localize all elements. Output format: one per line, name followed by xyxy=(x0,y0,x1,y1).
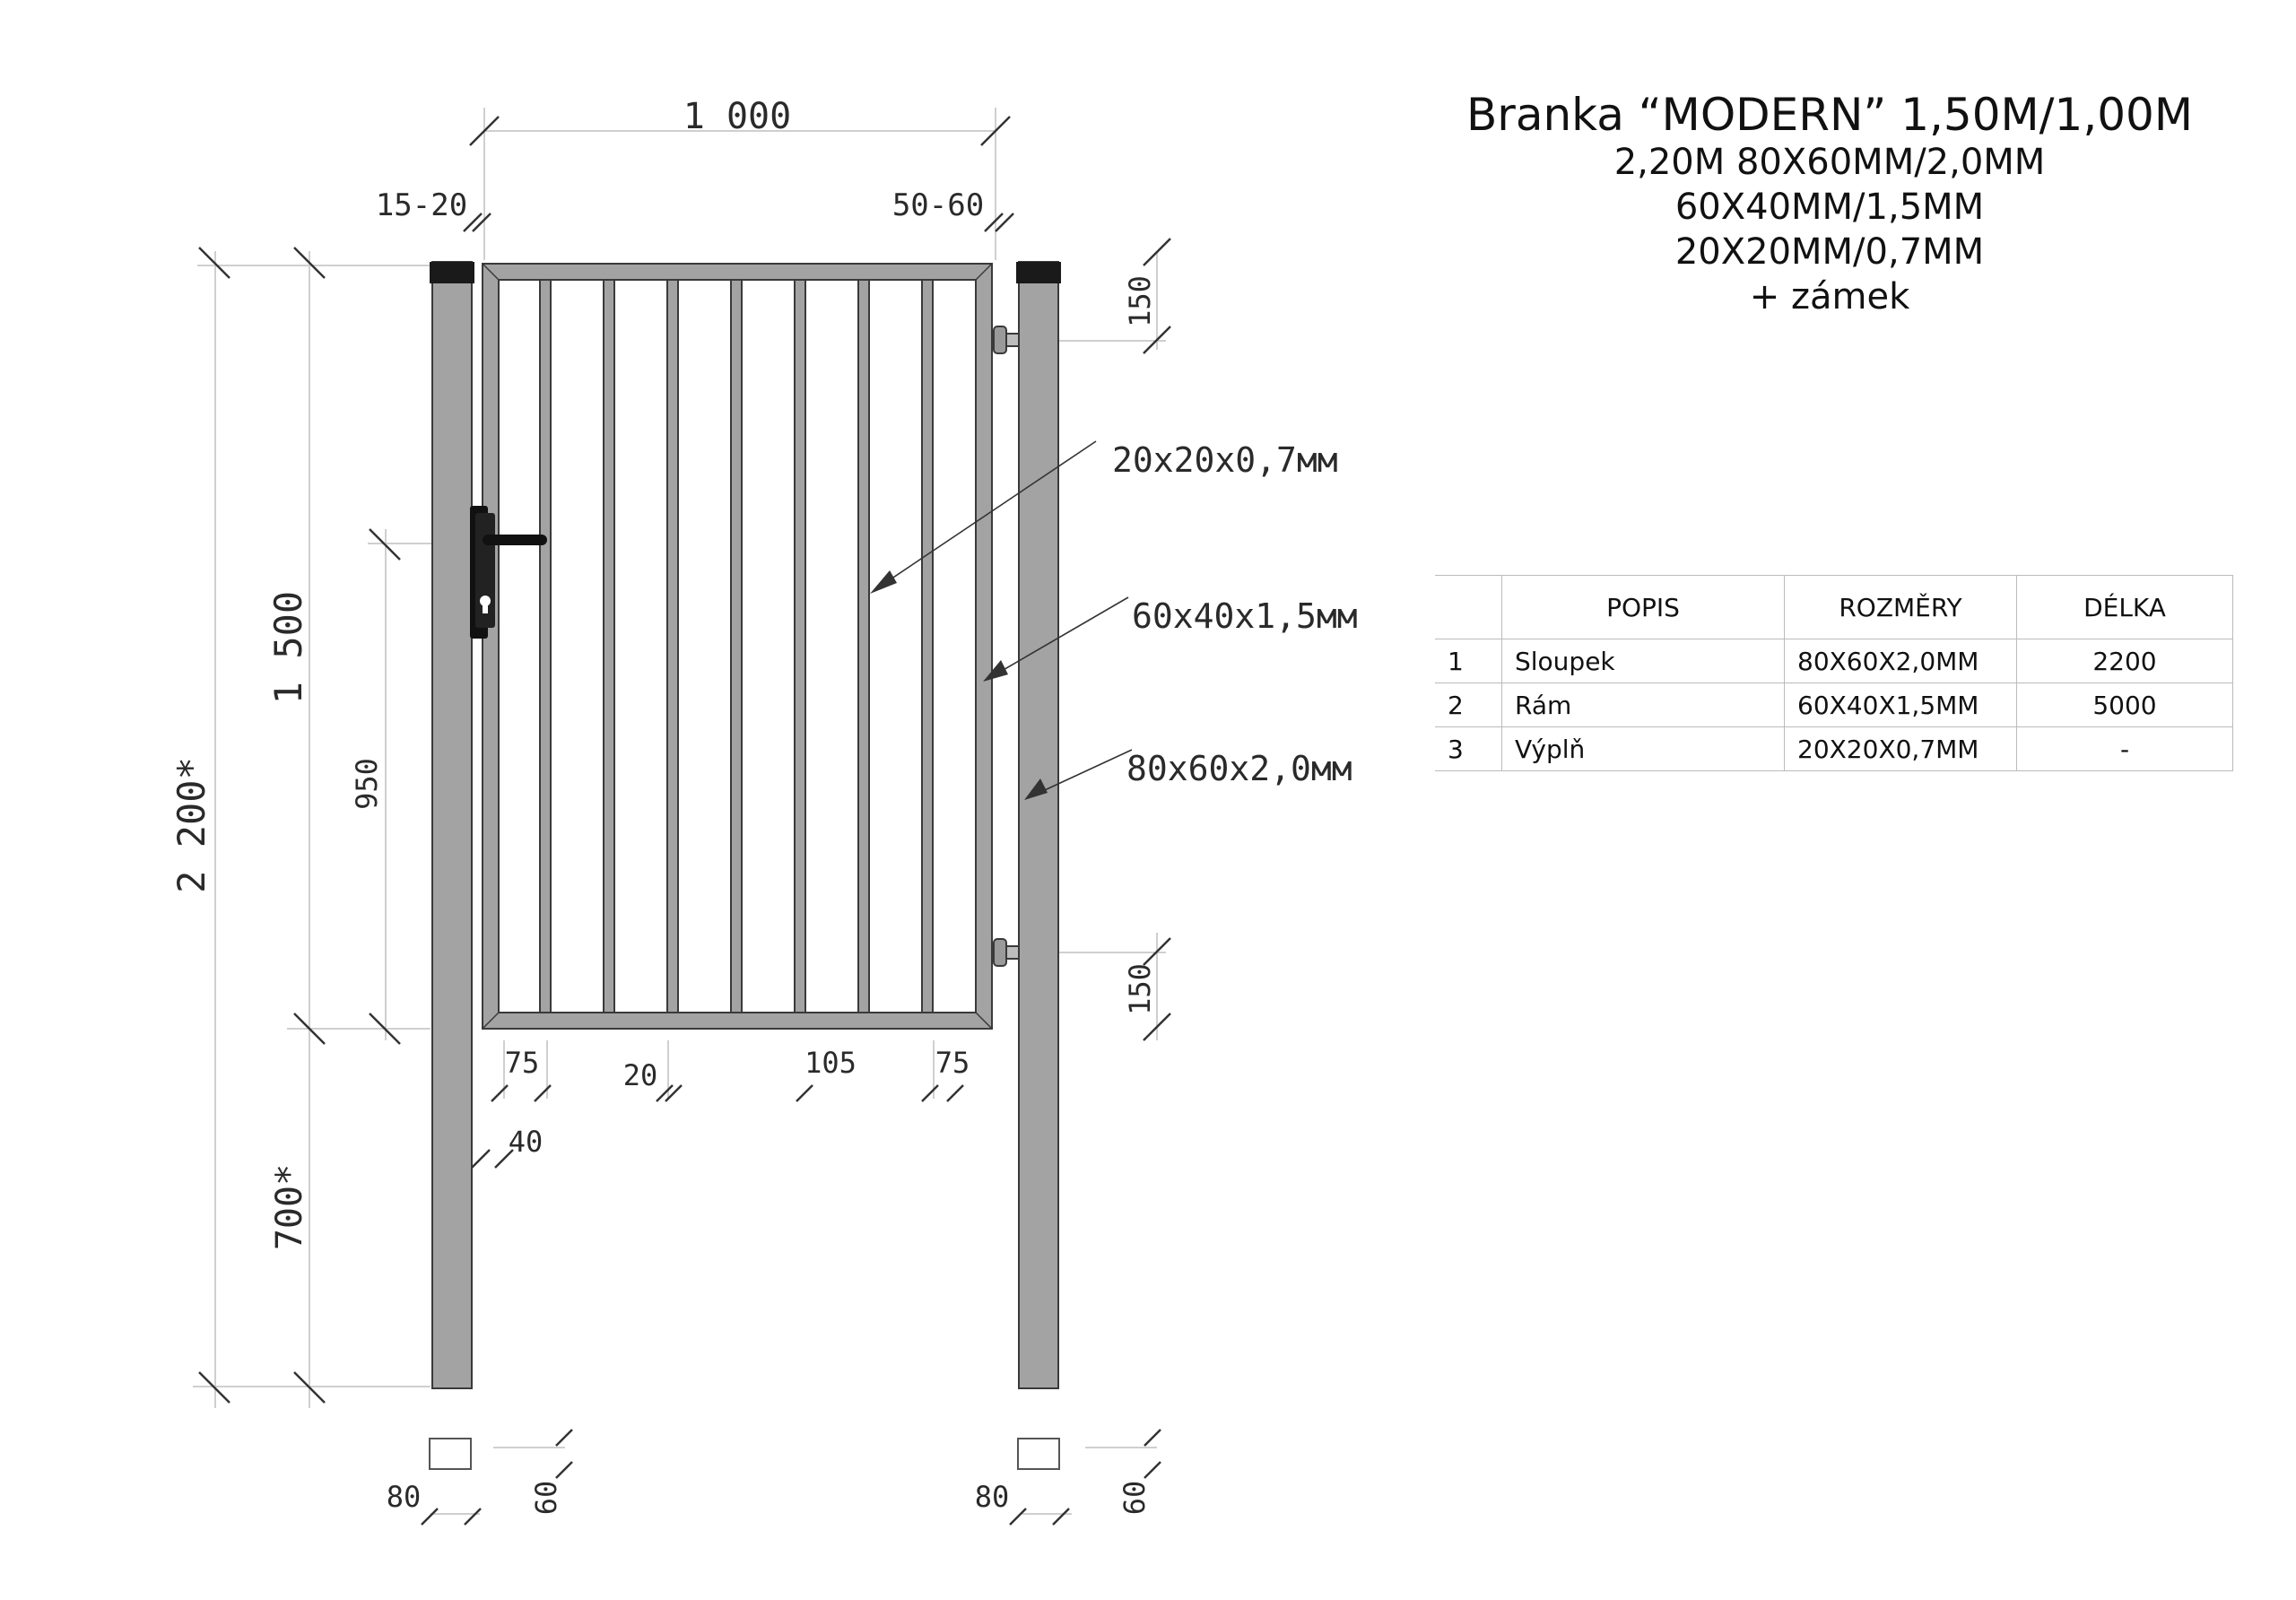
callout-infill: 20x20x0,7мм xyxy=(1112,440,1338,480)
post-right xyxy=(1016,261,1061,1389)
table-row: 3 Výplň 20X20X0,7MM - xyxy=(1435,726,2233,771)
title-line-2: 2,20M 80X60MM/2,0MM xyxy=(1613,142,2046,183)
row-number: 1 xyxy=(1435,639,1502,683)
title-line-1: Branka “MODERN” 1,50M/1,00M xyxy=(1465,89,2193,141)
dim-frame-margin-left: 75 xyxy=(505,1046,540,1080)
post-left xyxy=(430,261,474,1389)
hinge-bottom xyxy=(991,938,1020,967)
callout-leaders xyxy=(876,440,1133,796)
row-length: 2200 xyxy=(2016,639,2233,683)
dim-infill-bar: 20 xyxy=(623,1058,658,1092)
spec-table-header: POPIS ROZMĚRY DÉLKA xyxy=(1435,575,2233,639)
callout-frame: 60x40x1,5мм xyxy=(1132,596,1358,636)
hinge-top xyxy=(991,326,1020,354)
row-name: Sloupek xyxy=(1501,639,1785,683)
dim-handle-height: 950 xyxy=(350,758,384,810)
row-size: 60X40X1,5MM xyxy=(1784,683,2017,727)
lock-handle-icon xyxy=(470,506,547,639)
table-row: 2 Rám 60X40X1,5MM 5000 xyxy=(1435,683,2233,727)
row-size: 80X60X2,0MM xyxy=(1784,639,2017,683)
dim-frame-offset: 40 xyxy=(509,1125,544,1159)
dim-hinge-bottom: 150 xyxy=(1123,963,1157,1015)
dim-gap-left: 15-20 xyxy=(376,187,467,223)
dim-gate-width: 1 000 xyxy=(683,96,791,137)
dim-post-left-width: 80 xyxy=(387,1480,422,1514)
row-number: 3 xyxy=(1435,726,1502,771)
header-number xyxy=(1435,575,1502,639)
dimension-ticks xyxy=(198,116,1171,1526)
header-delka: DÉLKA xyxy=(2016,575,2233,639)
row-length: - xyxy=(2016,726,2233,771)
dim-post-right-width: 80 xyxy=(975,1480,1010,1514)
spec-table: POPIS ROZMĚRY DÉLKA 1 Sloupek 80X60X2,0M… xyxy=(1435,575,2233,771)
row-size: 20X20X0,7MM xyxy=(1784,726,2017,771)
dim-post-left-depth: 60 xyxy=(529,1481,563,1516)
table-row: 1 Sloupek 80X60X2,0MM 2200 xyxy=(1435,639,2233,683)
dim-gate-height: 1 500 xyxy=(266,591,310,704)
post-section-left xyxy=(429,1438,472,1470)
callout-arrowheads xyxy=(870,570,1048,800)
dim-hinge-top: 150 xyxy=(1123,275,1157,327)
row-name: Rám xyxy=(1501,683,1785,727)
frame-corners xyxy=(482,263,993,1030)
infill-bars xyxy=(539,279,934,1013)
dim-gap-right: 50-60 xyxy=(892,187,984,223)
row-number: 2 xyxy=(1435,683,1502,727)
title-line-4: 20X20MM/0,7MM xyxy=(1674,231,1985,273)
title-block: Branka “MODERN” 1,50M/1,00M 2,20M 80X60M… xyxy=(1381,90,2278,319)
row-name: Výplň xyxy=(1501,726,1785,771)
callout-post: 80x60x2,0мм xyxy=(1126,749,1352,788)
post-section-right xyxy=(1017,1438,1060,1470)
dim-below-ground: 700* xyxy=(269,1164,310,1250)
dim-total-height: 2 200* xyxy=(170,757,213,893)
row-length: 5000 xyxy=(2016,683,2233,727)
header-rozmery: ROZMĚRY xyxy=(1784,575,2017,639)
dim-post-right-depth: 60 xyxy=(1118,1481,1152,1516)
title-line-5: + zámek xyxy=(1749,276,1910,317)
dim-frame-margin-right: 75 xyxy=(935,1046,970,1080)
header-popis: POPIS xyxy=(1501,575,1785,639)
dim-infill-spacing: 105 xyxy=(804,1046,857,1080)
title-line-3: 60X40MM/1,5MM xyxy=(1674,187,1985,228)
